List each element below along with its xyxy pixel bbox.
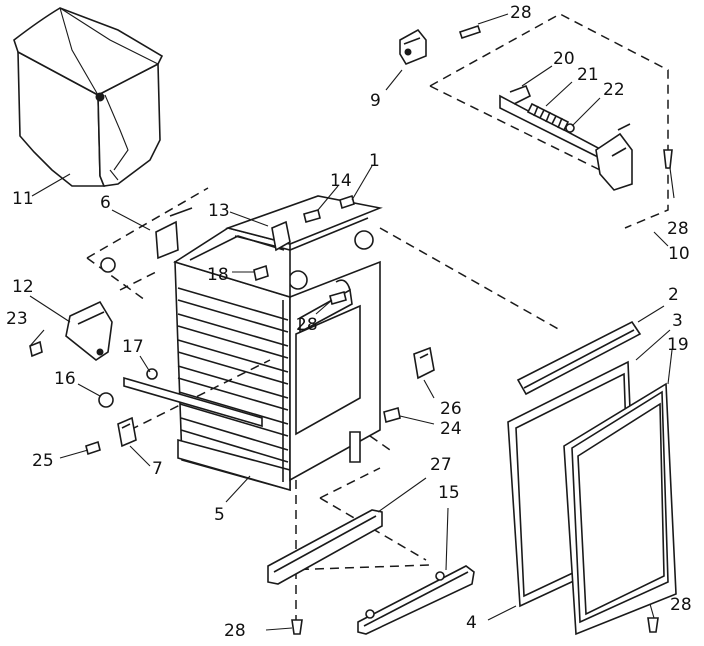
- screw-18: [253, 264, 269, 282]
- part-door-frame-19: [563, 382, 677, 636]
- callout-24: 24: [440, 419, 462, 439]
- part-rod-20: [509, 84, 532, 105]
- callout-1: 1: [369, 151, 380, 171]
- callout-16: 16: [54, 369, 76, 389]
- callout-7: 7: [152, 459, 163, 479]
- callout-9: 9: [370, 91, 381, 111]
- part-lower-trim-27: [267, 509, 383, 585]
- callout-17: 17: [122, 337, 144, 357]
- screw-28-bottom: [291, 619, 303, 635]
- callout-25: 25: [32, 451, 54, 471]
- callout-11: 11: [12, 189, 34, 209]
- callout-28-door: 28: [670, 595, 692, 615]
- part-door-trim-2: [516, 320, 642, 396]
- callout-23: 23: [6, 309, 28, 329]
- leader-lines: [29, 13, 675, 631]
- part-6: [100, 207, 193, 273]
- screw-28-middle: [329, 291, 347, 305]
- callout-14: 14: [330, 171, 352, 191]
- callout-26: 26: [440, 399, 462, 419]
- callout-labels: 28 9 20 21 22 28 10 11 6 13 14 1 18 12 2…: [6, 3, 692, 641]
- screw-14: [303, 209, 321, 223]
- part-13: [271, 220, 291, 252]
- screw-28-door: [647, 617, 659, 633]
- part-12: [65, 300, 113, 361]
- part-7: [117, 416, 137, 448]
- part-16-rail: [123, 376, 263, 428]
- callout-6: 6: [100, 193, 111, 213]
- callout-28-top: 28: [510, 3, 532, 23]
- callout-28-right: 28: [667, 219, 689, 239]
- screw-28-right: [663, 149, 673, 169]
- callout-2: 2: [668, 285, 679, 305]
- screw-25: [85, 440, 101, 456]
- callout-22: 22: [603, 80, 625, 100]
- callout-28-bottom: 28: [224, 621, 246, 641]
- part-bag: [13, 7, 164, 187]
- callout-15: 15: [438, 483, 460, 503]
- part-toe-grille-15: [357, 565, 475, 635]
- callout-13: 13: [208, 201, 230, 221]
- screw-28-top: [458, 24, 482, 40]
- callout-12: 12: [12, 277, 34, 297]
- part-16: [98, 392, 114, 408]
- part-spring-21: [526, 102, 570, 132]
- callout-21: 21: [577, 65, 599, 85]
- part-26: [413, 346, 435, 380]
- part-bracket-9: [399, 28, 427, 65]
- screws: [29, 24, 673, 635]
- callout-27: 27: [430, 455, 452, 475]
- callout-28-middle: 28: [296, 315, 318, 335]
- callout-4: 4: [466, 613, 477, 633]
- callout-20: 20: [553, 49, 575, 69]
- part-bracket-10: [499, 94, 633, 191]
- callout-18: 18: [207, 265, 229, 285]
- screw-23: [29, 340, 43, 358]
- callout-5: 5: [214, 505, 225, 525]
- callout-19: 19: [667, 335, 689, 355]
- callout-10: 10: [668, 244, 690, 264]
- callout-3: 3: [672, 311, 683, 331]
- screw-1: [339, 194, 355, 210]
- screw-24: [383, 406, 401, 424]
